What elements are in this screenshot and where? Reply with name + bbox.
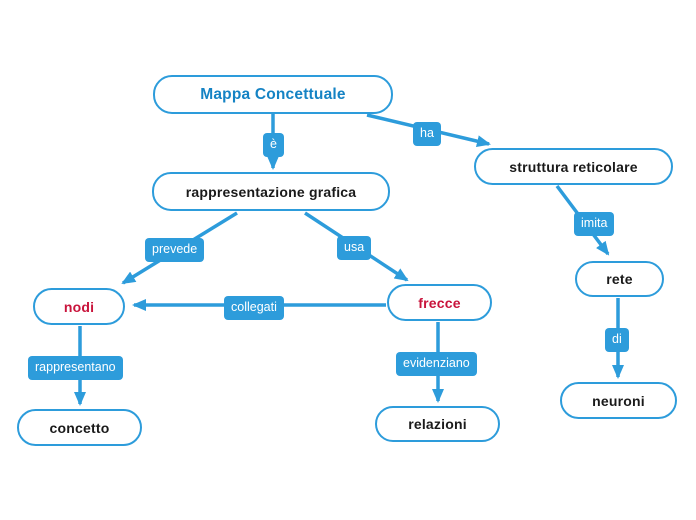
node-struttura-reticolare-label: struttura reticolare bbox=[509, 158, 638, 175]
node-mappa-concettuale[interactable]: Mappa Concettuale bbox=[153, 75, 393, 114]
node-relazioni[interactable]: relazioni bbox=[375, 406, 500, 442]
node-frecce[interactable]: frecce bbox=[387, 284, 492, 321]
edge-label-e[interactable]: è bbox=[263, 133, 284, 157]
edge-label-collegati[interactable]: collegati bbox=[224, 296, 284, 320]
edge-label-evidenziano[interactable]: evidenziano bbox=[396, 352, 477, 376]
edge-label-usa[interactable]: usa bbox=[337, 236, 372, 260]
edge-label-ha[interactable]: ha bbox=[413, 122, 441, 146]
edge-label-imita[interactable]: imita bbox=[574, 212, 615, 236]
node-struttura-reticolare[interactable]: struttura reticolare bbox=[474, 148, 673, 185]
node-neuroni[interactable]: neuroni bbox=[560, 382, 677, 419]
node-concetto[interactable]: concetto bbox=[17, 409, 142, 446]
node-nodi-label: nodi bbox=[63, 298, 95, 315]
edge-label-prevede[interactable]: prevede bbox=[145, 238, 205, 262]
node-frecce-label: frecce bbox=[418, 294, 461, 311]
edge-label-di[interactable]: di bbox=[605, 328, 629, 352]
edge-label-rappresentano[interactable]: rappresentano bbox=[28, 356, 123, 380]
node-rete-label: rete bbox=[606, 271, 633, 287]
node-nodi[interactable]: nodi bbox=[33, 288, 125, 325]
node-concetto-label: concetto bbox=[49, 419, 110, 436]
node-mappa-concettuale-label: Mappa Concettuale bbox=[200, 85, 346, 103]
node-relazioni-label: relazioni bbox=[408, 416, 467, 432]
node-rappresentazione-grafica[interactable]: rappresentazione grafica bbox=[152, 172, 390, 211]
node-rete[interactable]: rete bbox=[575, 261, 664, 297]
node-neuroni-label: neuroni bbox=[592, 392, 645, 409]
node-rappresentazione-grafica-label: rappresentazione grafica bbox=[185, 183, 357, 200]
